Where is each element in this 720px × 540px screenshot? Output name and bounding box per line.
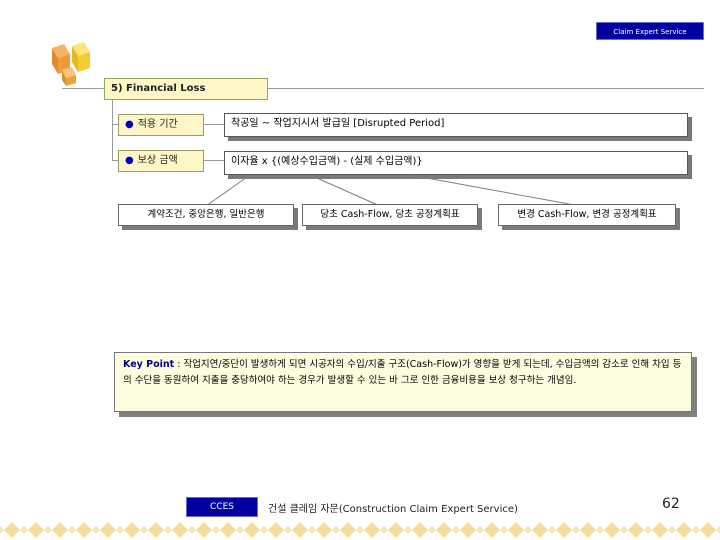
footer-text: 건설 클레임 자문(Construction Claim Expert Serv…: [268, 504, 518, 515]
service-badge: Claim Expert Service: [596, 22, 704, 40]
row-content-amount: 이자율 x {(예상수입금액) - (실제 수입금액)}: [224, 151, 688, 175]
key-point-label: Key Point: [123, 359, 175, 370]
row2-connector: [204, 160, 224, 161]
row-label-text: 적용 기간: [137, 119, 178, 130]
source-box-interest: 계약조건, 중앙은행, 일반은행: [118, 204, 294, 226]
bullet-icon: ●: [125, 119, 134, 130]
header-line: [62, 88, 704, 89]
row-label-text: 보상 금액: [137, 155, 178, 166]
row-label-period: ●적용 기간: [118, 114, 204, 136]
source-box-revised: 변경 Cash-Flow, 변경 공정계획표: [498, 204, 676, 226]
footer-badge: CCES: [186, 497, 258, 517]
row1-connector: [204, 124, 224, 125]
diamond-border-icon: [0, 520, 720, 540]
tree-connector-row1: [112, 124, 118, 125]
row-label-amount: ●보상 금액: [118, 150, 204, 172]
cube-small-icon: [62, 67, 76, 86]
cube-orange-icon: [52, 44, 70, 74]
source-box-original: 당초 Cash-Flow, 당초 공정계획표: [302, 204, 478, 226]
key-point-box: Key Point : 작업지연/중단이 발생하게 되면 시공자의 수입/지출 …: [114, 352, 692, 412]
bullet-icon: ●: [125, 155, 134, 166]
cubes-logo-icon: [52, 42, 90, 86]
section-title: 5) Financial Loss: [104, 78, 268, 100]
key-point-text: : 작업지연/중단이 발생하게 되면 시공자의 수입/지출 구조(Cash-Fl…: [123, 359, 682, 386]
tree-connector-row2: [112, 160, 118, 161]
row-content-period: 착공일 ~ 작업지시서 발급일 [Disrupted Period]: [224, 113, 688, 137]
page-number: 62: [662, 496, 680, 512]
cube-yellow-icon: [72, 42, 90, 72]
tree-connector-vertical: [112, 100, 113, 160]
